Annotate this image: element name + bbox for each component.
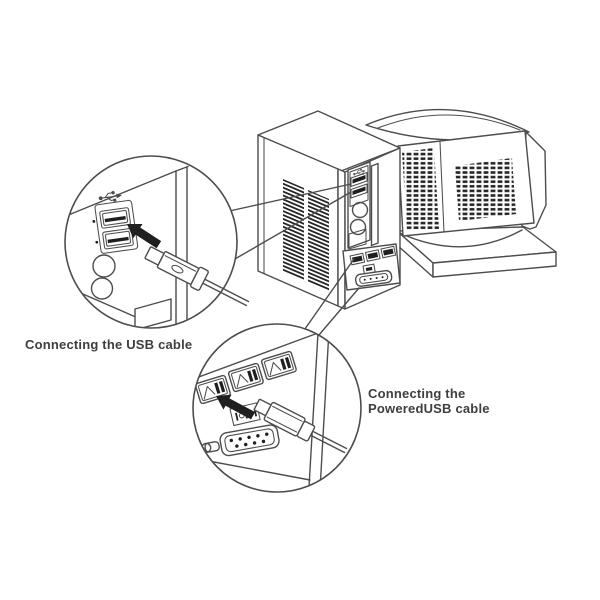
- magnifier-circle-usb: [64, 155, 238, 329]
- usb-icon: [98, 190, 122, 202]
- magnified-round-port-1: [92, 254, 116, 278]
- usb-caption: Connecting the USB cable: [25, 337, 193, 352]
- magnified-pusb-port-3: [260, 350, 297, 381]
- tower-pusb-port-2: [364, 249, 381, 262]
- usb-plug: [144, 246, 250, 307]
- magnified-round-port-2: [90, 277, 114, 300]
- tower-slot: [348, 228, 367, 250]
- tower-db9-port: [354, 269, 393, 287]
- magnified-pusb-port-1: [194, 374, 231, 405]
- usb-callout: [64, 155, 250, 329]
- computer-tower: [257, 110, 401, 310]
- tower-round-port-1: [351, 201, 369, 219]
- tower-pusb-port-3: [380, 245, 397, 259]
- poweredusb-callout: [192, 323, 362, 493]
- callout-leader-poweredusb: [299, 258, 360, 343]
- tower-pusb-port-1: [349, 252, 366, 266]
- monitor-hood: [365, 108, 530, 141]
- tower-vent-right: [308, 190, 329, 291]
- insert-arrow-usb: [127, 223, 162, 249]
- magnified-slot: [134, 298, 172, 328]
- crt-monitor: [365, 108, 557, 278]
- magnified-usb-port-1: [99, 207, 131, 229]
- poweredusb-caption: Connecting the PoweredUSB cable: [368, 386, 490, 416]
- magnified-usb-port-2: [102, 228, 134, 250]
- poweredusb-plug: [253, 398, 348, 454]
- monitor-swivel: [399, 229, 523, 248]
- monitor-back-vent: [455, 158, 516, 221]
- callout-leader-usb: [224, 183, 352, 264]
- magnifier-circle-poweredusb: [192, 323, 362, 493]
- magnified-db9-connector: [201, 424, 280, 457]
- tower-vent-left: [283, 179, 304, 280]
- tower-round-port-2: [349, 218, 367, 236]
- magnified-pusb-port-2: [227, 362, 264, 393]
- monitor-side-vent: [402, 148, 439, 231]
- insert-arrow-poweredusb: [216, 394, 256, 420]
- tower-poweredusb-panel: [342, 243, 401, 291]
- tower-io-strip: [347, 161, 379, 250]
